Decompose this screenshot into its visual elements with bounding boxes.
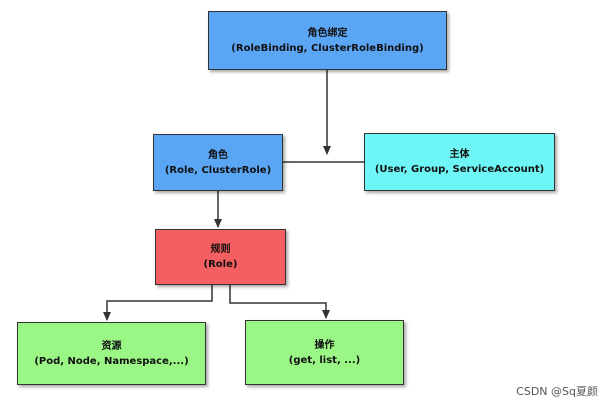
node-rolebinding: 角色绑定 (RoleBinding, ClusterRoleBinding): [208, 11, 447, 70]
node-resource: 资源 (Pod, Node, Namespace,...): [17, 322, 206, 385]
node-operation: 操作 (get, list, ...): [245, 320, 404, 385]
node-subject-subtitle: (User, Group, ServiceAccount): [374, 164, 545, 175]
node-subject-title: 主体: [449, 149, 470, 160]
node-role-title: 角色: [208, 149, 228, 161]
connector-rule-to-resource: [103, 285, 213, 321]
node-rule-title: 规则: [210, 244, 231, 255]
node-rule: 规则 (Role): [155, 229, 286, 285]
node-operation-title: 操作: [314, 339, 335, 351]
node-role: 角色 (Role, ClusterRole): [153, 134, 283, 191]
node-rolebinding-subtitle: (RoleBinding, ClusterRoleBinding): [231, 42, 424, 54]
node-resource-subtitle: (Pod, Node, Namespace,...): [34, 355, 189, 367]
node-operation-subtitle: (get, list, ...): [288, 354, 361, 366]
node-role-subtitle: (Role, ClusterRole): [164, 164, 272, 176]
connector-rule-to-operation: [229, 285, 330, 319]
node-rule-subtitle: (Role): [203, 259, 238, 270]
node-resource-title: 资源: [101, 340, 122, 352]
node-subject: 主体 (User, Group, ServiceAccount): [364, 133, 555, 191]
node-rolebinding-title: 角色绑定: [307, 27, 348, 39]
watermark-text: CSDN @Sq夏颜: [516, 385, 598, 398]
